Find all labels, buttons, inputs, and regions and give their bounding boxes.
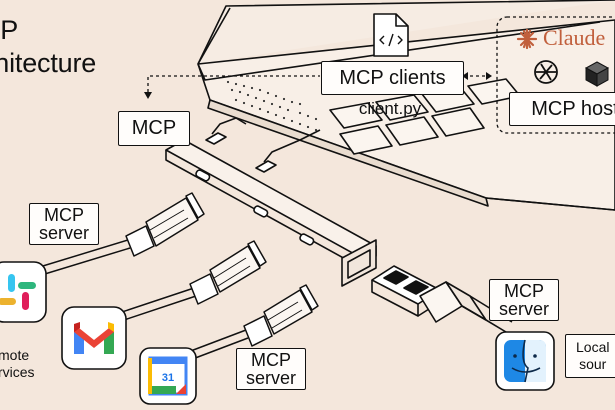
title-line-2: chitecture [0,48,97,78]
mcp-host-label: MCP host [509,92,615,126]
mcp-server-label-right: MCP server [489,279,559,321]
usb-a-plug [371,265,513,333]
mcp-hub-device [165,117,377,287]
cube-logo-icon [584,61,610,87]
mcp-server-label-bottom: MCP server [236,348,306,390]
google-calendar-icon [139,347,197,405]
laptop-illustration [197,0,615,211]
dashed-connectors [147,16,615,134]
mcp-clients-label: MCP clients [321,61,464,95]
mcp-server-label-top: MCP server [29,203,99,245]
arrow-heads [144,72,492,99]
calendar-day: 31 [161,372,175,384]
diagram-title: CP chitecture [0,14,96,80]
local-sources-label: Local sour [565,334,615,378]
server-cables [9,192,319,361]
finder-icon [495,331,555,391]
mcp-hub-label: MCP [118,111,190,146]
client-file-label: client.py [358,99,422,118]
remote-services-label: mote rvices [0,347,35,380]
claude-logo-icon [516,28,538,50]
claude-wordmark: Claude [543,25,606,50]
title-line-1: CP [0,15,19,45]
code-file-icon [373,13,409,57]
slack-logo-icon [0,261,47,323]
speaker-grille [226,80,318,132]
gmail-logo-icon [61,306,127,370]
keyboard-keys [329,78,521,155]
openai-logo-icon [534,60,558,84]
